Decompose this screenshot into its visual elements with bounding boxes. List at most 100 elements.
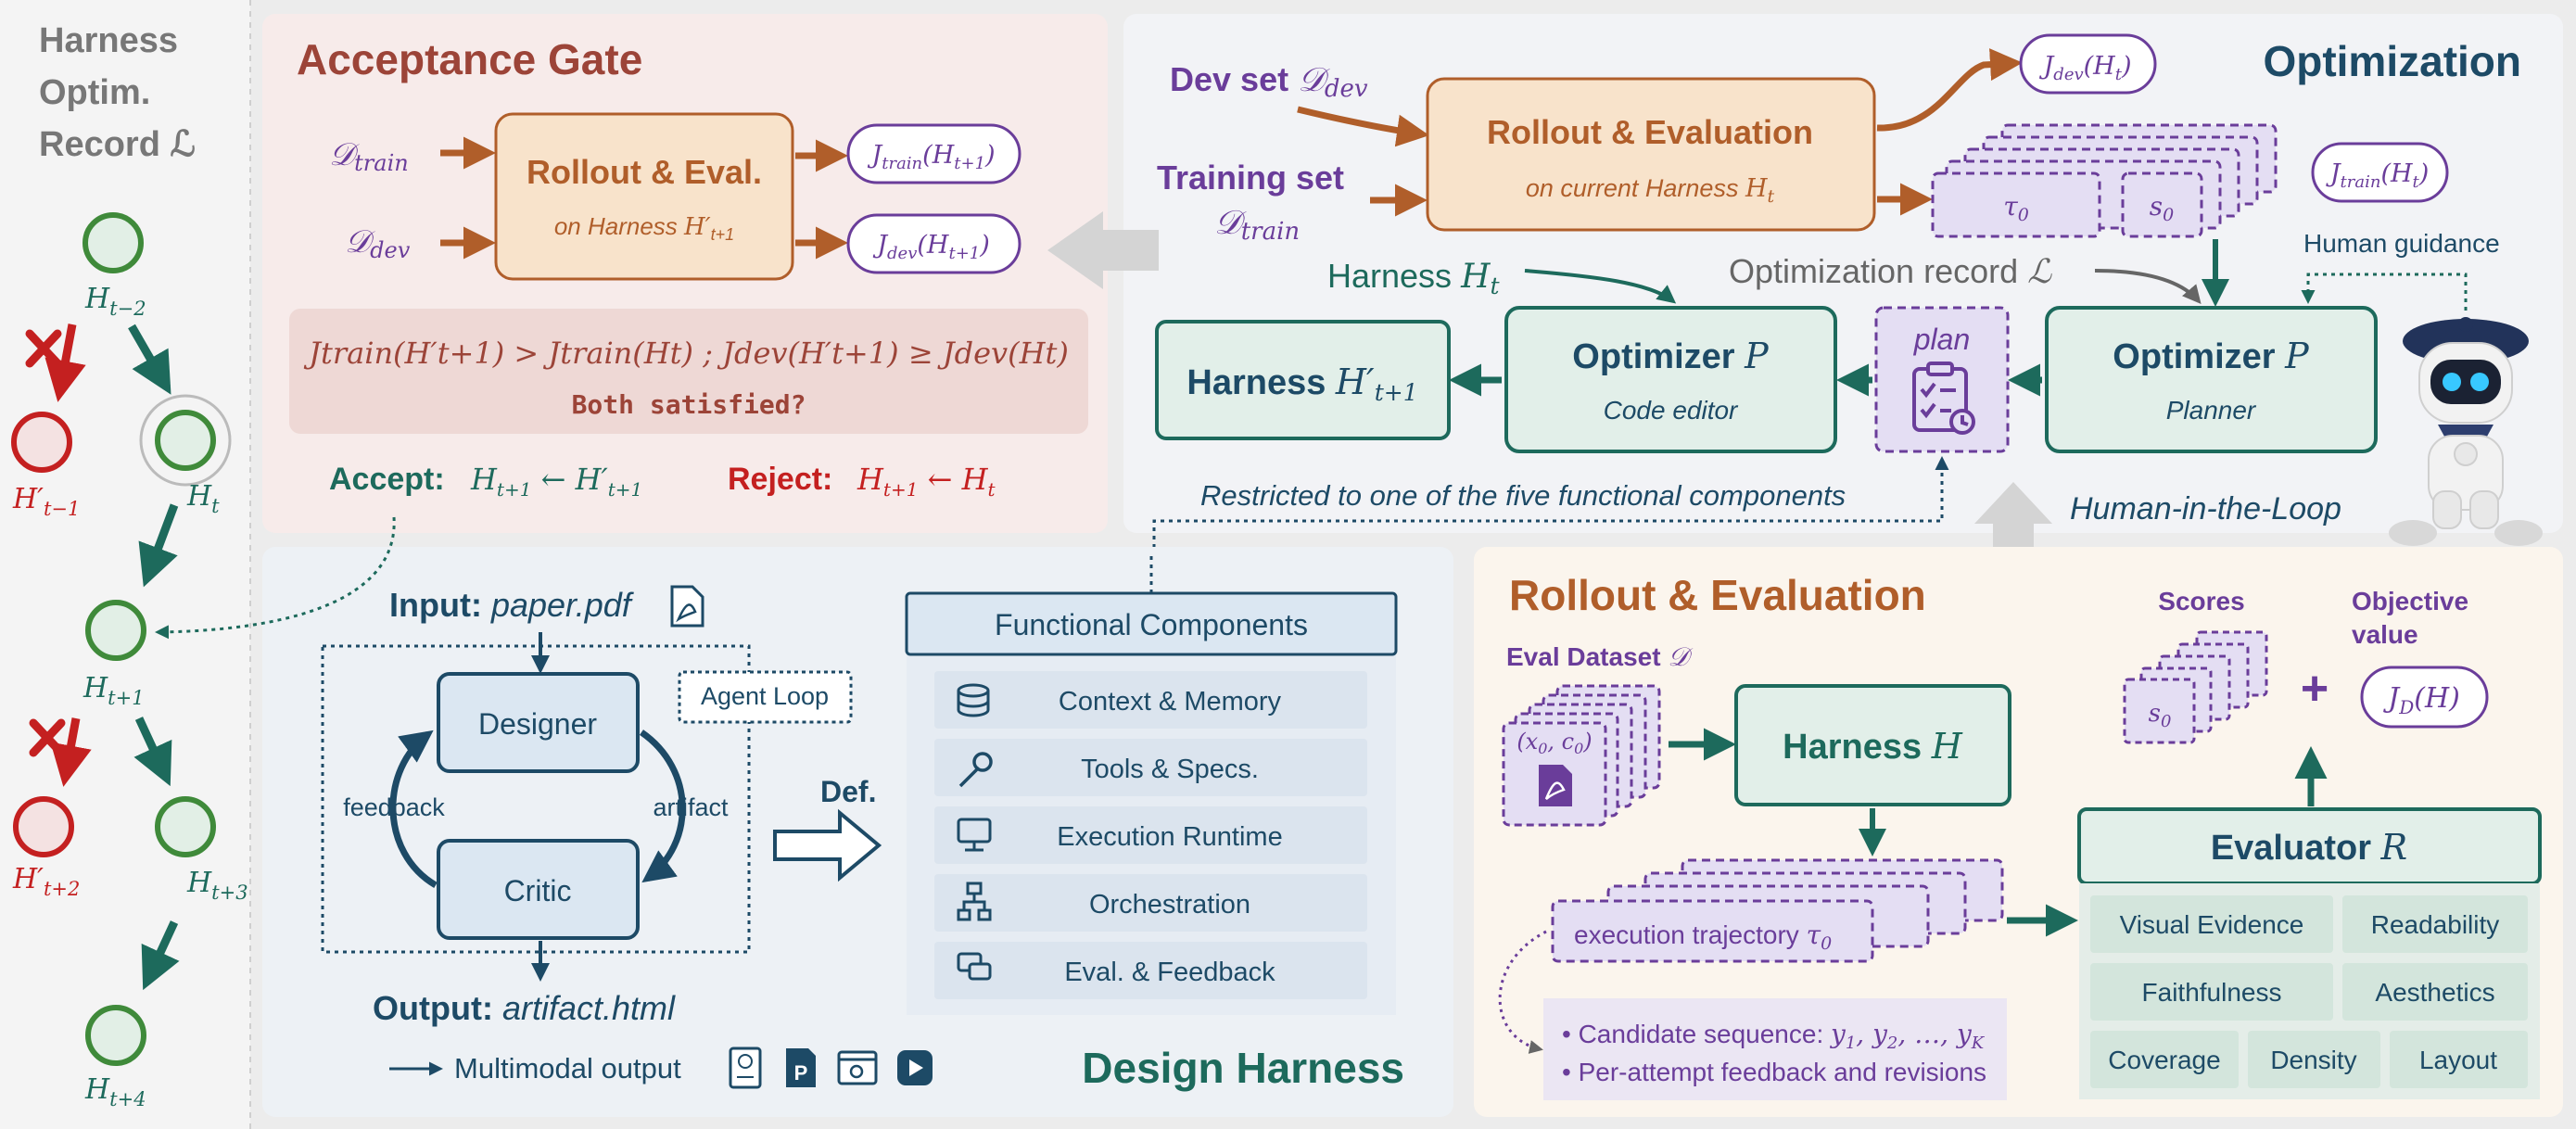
opt-s: s0 (2150, 191, 2174, 225)
svg-text:JD(H): JD(H) (2382, 682, 2460, 718)
acceptance-j-dev-pill (846, 213, 1022, 274)
designer-box[interactable] (437, 672, 640, 773)
svg-text:P: P (794, 1061, 808, 1085)
accept-label: Accept: (329, 462, 445, 497)
training-set-sym: 𝒟train (1214, 204, 1300, 246)
harness-h-label: Harness H (1783, 726, 1963, 767)
restricted-note: Restricted to one of the five functional… (1200, 479, 1846, 512)
agent-loop-region (321, 644, 751, 954)
node-h-prime-t+2[interactable] (13, 796, 74, 857)
criterion-label: Density (2270, 1046, 2356, 1074)
component-label: Tools & Specs. (1081, 755, 1259, 784)
acceptance-condition: Jtrain(H′t+1) > Jtrain(Ht) ; Jdev(H′t+1)… (303, 336, 1069, 371)
acceptance-condition-box (289, 309, 1088, 434)
slides-icon: P (786, 1048, 816, 1087)
criterion-aesthetics (2342, 963, 2528, 1021)
critic-label: Critic (504, 874, 572, 907)
monitor-icon (957, 818, 992, 852)
trajectory-stack (1931, 123, 2278, 238)
node-ht-2[interactable] (82, 212, 144, 273)
node-ht+1[interactable] (85, 600, 146, 661)
harness-h-box[interactable] (1734, 684, 2011, 806)
optimizer-code-editor-box[interactable] (1504, 306, 1837, 453)
jd-pill (2360, 666, 2489, 729)
designer-label: Designer (478, 707, 597, 741)
wrench-icon (958, 752, 993, 788)
opt-j-train-pill (2311, 142, 2449, 203)
label-ht: Ht (186, 480, 220, 517)
component-label: Eval. & Feedback (1064, 958, 1275, 987)
acceptance-question: Both satisfied? (572, 389, 806, 420)
gray-flow-arrow-left (1047, 211, 1159, 289)
criterion-label: Coverage (2108, 1046, 2220, 1074)
pdf-file-icon (670, 585, 704, 628)
reject-x-icon (25, 329, 62, 368)
agent-loop-label: Agent Loop (701, 682, 829, 710)
design-title: Design Harness (1082, 1044, 1404, 1092)
label-ht+4: Ht+4 (84, 1073, 146, 1110)
video-icon (897, 1050, 933, 1085)
evaluator-label: Evaluator R (2211, 827, 2407, 868)
criterion-visual-evidence (2090, 895, 2333, 953)
component-orchestration[interactable] (934, 874, 1367, 932)
critic-box[interactable] (437, 839, 640, 940)
criterion-faithfulness (2090, 963, 2333, 1021)
node-h-prime-t-1[interactable] (11, 412, 72, 473)
training-set-label: Training set (1157, 159, 1344, 197)
label-h-prime-t+2: H′t+2 (12, 863, 80, 900)
acceptance-rollout-title: Rollout & Eval. (527, 153, 762, 191)
criterion-label: Faithfulness (2142, 978, 2282, 1007)
def-arrow (773, 808, 882, 882)
score-stack (2123, 630, 2268, 744)
def-label: Def. (820, 775, 876, 808)
component-context-memory[interactable] (934, 671, 1367, 729)
criterion-density (2248, 1031, 2380, 1088)
accept-feedback-arrow (155, 516, 396, 640)
component-label: Orchestration (1089, 890, 1250, 920)
agent-loop-badge (678, 670, 853, 724)
reject-label: Reject: (728, 462, 832, 497)
criterion-coverage (2090, 1031, 2239, 1088)
optimizer-planner-box[interactable] (2045, 306, 2378, 453)
objective-label-2: value (2352, 620, 2418, 649)
optimizer-planner-sub: Planner (2166, 396, 2257, 425)
plan-box[interactable] (1874, 306, 2010, 453)
output-label: Output: artifact.html (373, 989, 676, 1027)
criterion-label: Layout (2419, 1046, 2497, 1074)
plan-label: plan (1913, 323, 1971, 356)
robot-mascot-icon (2389, 317, 2543, 546)
optimizer-code-sub: Code editor (1604, 396, 1739, 425)
record-title-1: Harness (39, 21, 178, 60)
opt-record-label: Optimization record ℒ (1729, 252, 2052, 291)
acceptance-gate-panel: Acceptance Gate 𝒟train 𝒟dev Rollout & Ev… (262, 14, 1108, 533)
acceptance-rollout-box[interactable] (494, 112, 794, 281)
criterion-label: Visual Evidence (2120, 910, 2304, 939)
rollout-evaluation-panel: Rollout & Evaluation Eval Dataset 𝒟 (x0,… (1474, 547, 2563, 1117)
component-eval-feedback[interactable] (934, 942, 1367, 999)
component-tools-specs[interactable] (934, 739, 1367, 796)
node-ht[interactable] (155, 410, 216, 471)
reject-expr: Ht+1 ← Ht (857, 462, 996, 501)
opt-rollout-box[interactable] (1426, 77, 1876, 232)
component-execution-runtime[interactable] (934, 806, 1367, 864)
criterion-label: Aesthetics (2375, 978, 2494, 1007)
hierarchy-icon (957, 882, 992, 921)
eval-dataset-label: Eval Dataset 𝒟 (1506, 641, 1693, 672)
bullet-candidate: • Candidate sequence: y1, y2, …, yK (1562, 1019, 1986, 1053)
design-harness-panel: Design Harness Input: paper.pdf Agent Lo… (262, 547, 1453, 1117)
node-ht+3[interactable] (155, 796, 216, 857)
candidate-bullets-box (1543, 998, 2007, 1100)
label-h-prime-t-1: H′t−1 (12, 483, 80, 520)
label-ht+1: Ht+1 (82, 672, 145, 709)
scores-label: Scores (2158, 587, 2244, 615)
opt-rollout-title: Rollout & Evaluation (1487, 113, 1813, 151)
trajectory-label: execution trajectory τ0 (1574, 920, 1832, 954)
node-ht+4[interactable] (85, 1005, 146, 1066)
rollout-title: Rollout & Evaluation (1509, 571, 1926, 619)
optimization-panel: Optimization Dev set 𝒟dev Training set 𝒟… (1047, 14, 2563, 805)
component-label: Execution Runtime (1057, 822, 1282, 852)
svg-text:Jdev(Ht): Jdev(Ht) (2038, 52, 2131, 84)
artifact-label: artifact (653, 793, 729, 821)
multimodal-label: Multimodal output (454, 1052, 681, 1085)
